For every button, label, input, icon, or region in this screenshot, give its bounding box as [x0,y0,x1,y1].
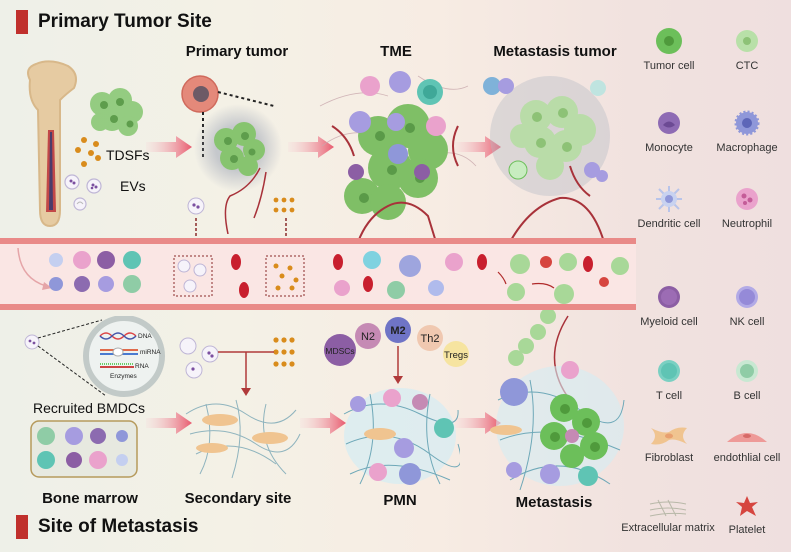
stage-label-secondary-site: Secondary site [184,490,292,507]
section-title-primary-tumor-site: Primary Tumor Site [16,10,212,34]
endothelial-cell-icon [727,433,767,442]
legend-label: Tumor cell [643,60,695,72]
legend-label: Myeloid cell [640,316,698,328]
tumor-cluster-icon [90,88,143,136]
metastasis-tumor-illustration [483,76,610,242]
stage-label-metastasis-tumor: Metastasis tumor [493,43,617,60]
stage-label-primary-tumor: Primary tumor [185,43,289,60]
stage-label-tme: TME [380,43,412,60]
cargo-label-rna: RNA [135,363,149,370]
ev-cargo-labels: DNA miRNA RNA Enzymes [110,333,161,380]
tdsf-particles-icon [75,137,101,167]
legend-label: Monocyte [645,142,693,154]
stage-label-metastasis: Metastasis [515,494,593,511]
tumor-cell-icon [656,28,682,54]
flow-arrow-5 [300,412,346,434]
tregs-label: Tregs [444,350,468,361]
legend-item-platelet: Platelet [706,494,788,536]
legend-item-ctc: CTC [706,26,788,72]
section-title-text: Primary Tumor Site [38,11,212,32]
cargo-label-dna: DNA [138,333,152,340]
extracellular-matrix-icon [649,499,687,517]
legend-item-b-cell: B cell [706,356,788,402]
legend-label: Fibroblast [644,452,694,464]
section-title-site-of-metastasis: Site of Metastasis [16,515,199,539]
dendritic-cell-icon [656,186,682,212]
tme-illustration [319,71,477,242]
b-cell-icon [736,360,758,382]
blood-vessel-contents [17,247,629,304]
primary-tumor-illustration [181,75,282,234]
legend-item-monocyte: Monocyte [628,108,710,154]
stage-label-pmn: PMN [383,492,417,509]
blood-vessel [0,238,636,310]
platelet-icon [736,496,758,516]
legend-label: endothlial cell [713,452,781,464]
legend-item-extracellular-matrix: Extracellular matrix [620,498,716,534]
section-accent-bar [16,10,28,34]
evs-label: EVs [120,178,146,194]
n2-label: N2 [361,331,375,343]
legend-item-dendritic-cell: Dendritic cell [628,184,710,230]
ctc-icon [736,30,758,52]
legend-label: Neutrophil [721,218,773,230]
section-accent-bar [16,515,28,539]
flow-arrow-3 [455,136,501,158]
legend-item-myeloid-cell: Myeloid cell [628,282,710,328]
cargo-label-enzymes: Enzymes [110,373,137,380]
legend-panel: Tumor cell CTC Monocyte Macrophage Dendr… [621,20,791,552]
legend-label: Macrophage [716,142,778,154]
flow-arrow-6 [455,412,501,434]
bone-femur-illustration [27,60,77,228]
m2-label: M2 [390,325,405,337]
legend-label: Extracellular matrix [621,522,715,534]
immune-suppressive-cells: MDSCs N2 M2 Th2 Tregs [324,317,469,384]
fibroblast-icon [651,427,687,445]
bone-marrow-cells-box [30,420,138,478]
th2-label: Th2 [421,333,440,345]
mdscs-label: MDSCs [325,346,354,356]
legend-item-fibroblast: Fibroblast [628,424,710,464]
monocyte-icon [658,112,680,134]
legend-label: Dendritic cell [637,218,701,230]
metastasis-site-illustration [490,310,625,491]
cargo-label-mirna: miRNA [140,349,161,356]
section-title-text: Site of Metastasis [38,516,199,537]
myeloid-cell-icon [658,286,680,308]
flow-arrow-4 [146,412,192,434]
ev-cargo-illustration [24,316,165,397]
legend-item-neutrophil: Neutrophil [706,184,788,230]
neutrophil-icon [736,188,758,210]
legend-item-t-cell: T cell [628,356,710,402]
legend-label: Platelet [728,524,766,536]
legend-item-nk-cell: NK cell [706,282,788,328]
legend-label: B cell [733,390,761,402]
legend-label: NK cell [729,316,765,328]
tdsfs-label: TDSFs [106,147,150,163]
stage-label-bone-marrow: Bone marrow [42,490,138,507]
legend-item-macrophage: Macrophage [706,108,788,154]
flow-arrow-1 [146,136,192,158]
nk-cell-icon [736,286,758,308]
legend-item-tumor-cell: Tumor cell [628,26,710,72]
secondary-site-illustration [179,337,301,479]
legend-item-endothelial-cell: endothlial cell [706,424,788,464]
ev-vesicles-icon [64,174,102,211]
recruited-bmdcs-label: Recruited BMDCs [33,400,146,416]
t-cell-icon [658,360,680,382]
pmn-illustration [343,388,460,485]
macrophage-icon [734,110,760,136]
legend-label: CTC [735,60,759,72]
legend-label: T cell [655,390,683,402]
flow-arrow-2 [288,136,334,158]
